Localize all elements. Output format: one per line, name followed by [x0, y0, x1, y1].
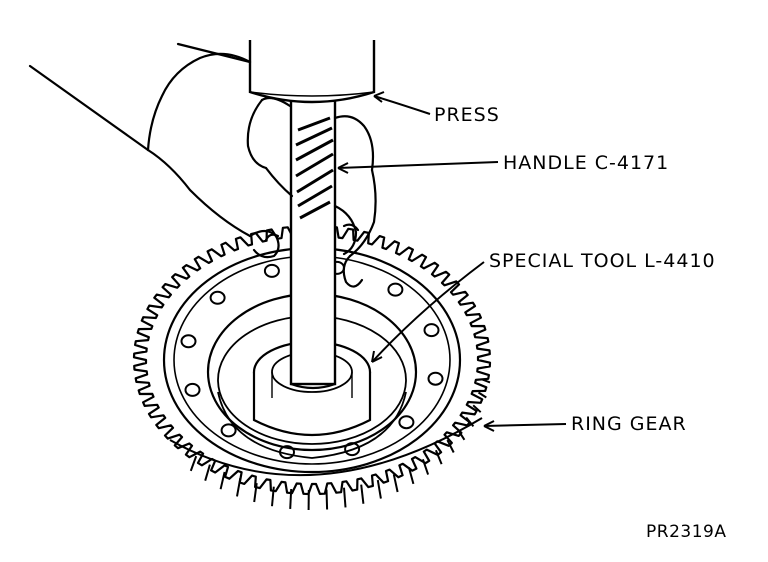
gear-tooth-face-line [421, 458, 430, 475]
gear-tooth-face-line [204, 464, 211, 481]
gear-tooth-face-line [472, 404, 482, 413]
gear-tooth-face-line [189, 455, 198, 472]
gear-tooth-face-line [477, 391, 487, 399]
gear-tooth-face-line [465, 416, 475, 428]
gear-tooth-face-line [343, 487, 347, 508]
gear-tooth-face-line [434, 449, 443, 465]
special-tool-label: SPECIAL TOOL L-4410 [489, 250, 716, 272]
gear-tooth-face-line [236, 478, 242, 497]
ring-gear-tooth-shading [169, 378, 491, 511]
case-inner-wall [217, 391, 407, 459]
gear-lower-edge [169, 417, 483, 477]
press-arrowhead [373, 91, 385, 103]
bolt-hole [180, 334, 197, 349]
operator-hand [28, 42, 377, 288]
bolt-hole [427, 371, 444, 386]
callout-leaders [337, 91, 567, 432]
gear-tooth-face-line [481, 378, 491, 384]
gear-tooth-face-line [446, 439, 455, 453]
gear-tooth-face-line [407, 467, 415, 485]
ring-gear-label: RING GEAR [571, 413, 687, 435]
bolt-hole [398, 415, 415, 430]
bolt-hole [387, 282, 404, 297]
bolt-hole [263, 263, 280, 278]
bolt-hole [184, 382, 201, 397]
bolt-hole [423, 323, 440, 338]
gear-tooth-face-line [271, 486, 275, 507]
bolt-hole [209, 290, 226, 305]
gear-tooth-face-line [392, 474, 399, 493]
special-tool-arrowhead [371, 350, 383, 363]
handle-shading [295, 116, 334, 220]
press-leader-line [373, 95, 431, 115]
handle-label: HANDLE C-4171 [503, 152, 670, 174]
gear-tooth-face-line [253, 482, 258, 503]
ring-gear-leader-line [483, 423, 567, 427]
handle-c4171 [289, 96, 337, 390]
handle-leader-line [337, 161, 499, 169]
bolt-hole [220, 423, 237, 438]
gear-tooth-face-line [289, 488, 293, 509]
special-tool-leader-line [371, 261, 485, 363]
gear-tooth-face-line [376, 479, 382, 499]
handle-arrowhead [337, 162, 349, 174]
press-label: PRESS [434, 104, 500, 126]
ring-gear-arrowhead [483, 420, 495, 432]
gear-tooth-face-line [360, 484, 365, 504]
gear-tooth-face-line [219, 471, 226, 490]
gear-tooth-face-line [325, 489, 329, 510]
figure-id: PR2319A [646, 522, 727, 542]
press-ram [248, 40, 376, 104]
